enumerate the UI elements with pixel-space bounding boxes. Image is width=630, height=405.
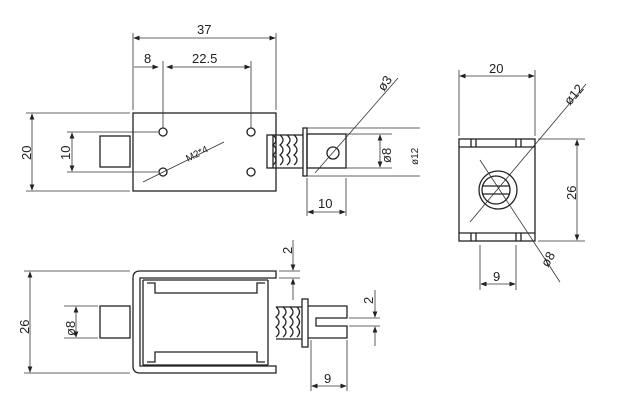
screw-spec: M2*4 — [184, 144, 210, 165]
mount-hole — [158, 127, 168, 137]
top-view: 37 8 22.5 20 10 M2*4 ø3 ø12 ø8 — [19, 22, 421, 216]
end-outline — [458, 138, 536, 242]
dim-end-collar: ø12 — [561, 81, 587, 108]
collar — [301, 298, 309, 348]
plunger — [306, 133, 347, 169]
dim-end-width: 20 — [489, 61, 503, 76]
rear-plunger — [99, 305, 131, 339]
mount-hole — [246, 127, 256, 137]
coil-bobbin — [147, 282, 265, 363]
dim-end-height: 26 — [564, 186, 579, 200]
dim-end-plunger: ø8 — [538, 249, 559, 270]
dim-rear-plunger: ø8 — [63, 321, 78, 336]
dim-hole-spacing: 22.5 — [192, 51, 217, 66]
dim-slot-depth: 9 — [324, 371, 331, 386]
plunger-circle — [481, 175, 511, 205]
side-view: 26 ø8 2 2 9 — [17, 240, 380, 391]
dim-height: 20 — [19, 146, 34, 160]
slotted-plunger — [308, 305, 348, 339]
dim-extension: 10 — [318, 196, 332, 211]
dim-collar: ø12 — [410, 147, 421, 165]
dim-hole-offset: 8 — [144, 51, 151, 66]
mount-hole — [158, 167, 168, 177]
dim-hole-pitch: 10 — [58, 146, 73, 160]
rear-plunger — [99, 135, 131, 168]
dim-frame-thickness: 2 — [280, 247, 295, 254]
dim-plunger: ø8 — [379, 148, 394, 163]
mount-hole — [246, 167, 256, 177]
spring — [274, 306, 302, 340]
dim-slot-width: 2 — [361, 297, 376, 304]
end-view: 20 26 ø12 ø8 9 — [458, 61, 587, 290]
dim-end-offset: 9 — [493, 269, 500, 284]
frame — [132, 270, 277, 374]
pin-hole — [326, 146, 340, 160]
dim-length: 37 — [197, 22, 211, 37]
collar-circle — [478, 170, 518, 210]
dim-pin-hole: ø3 — [374, 73, 395, 94]
spring — [266, 134, 303, 169]
dim-side-height: 26 — [17, 320, 32, 334]
